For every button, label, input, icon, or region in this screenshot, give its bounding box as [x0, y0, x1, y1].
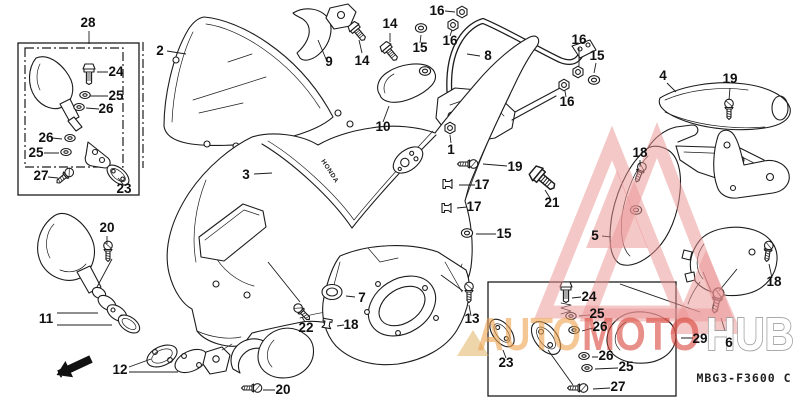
- part-number-callout-28: 28: [80, 15, 96, 30]
- part-number-callout-27: 27: [33, 168, 48, 183]
- watermark-text-moto: MOTO: [582, 308, 700, 360]
- part-number-callout-23: 23: [116, 181, 132, 196]
- part-number-callout-9: 9: [325, 54, 333, 69]
- mirror-assembly-left: [37, 213, 141, 334]
- part-number-callout-26: 26: [598, 348, 614, 363]
- mirror-mount-boss: [392, 146, 424, 174]
- part-number-callout-1: 1: [447, 142, 455, 157]
- watermark-accent-triangle-icon: [457, 330, 489, 356]
- part-number-callout-18: 18: [343, 317, 359, 332]
- grommet-icon: [414, 23, 428, 33]
- turn-signal-detail-box-left: [17, 42, 144, 196]
- nut-icon: [572, 65, 584, 79]
- part-number-callout-27: 27: [610, 379, 625, 394]
- grommet-icon: [587, 75, 601, 85]
- bolt-icon: [526, 163, 560, 195]
- part-number-callout-3: 3: [242, 167, 250, 182]
- headlight-seal-gasket: [367, 275, 437, 337]
- watermark-text-auto: AUTO: [477, 308, 581, 360]
- part-number-callout-17: 17: [474, 177, 489, 192]
- part-number-callout-7: 7: [358, 290, 366, 305]
- screw-icon: [566, 383, 589, 393]
- washer-icon: [73, 102, 85, 112]
- part-number-callout-25: 25: [618, 359, 634, 374]
- washer-icon: [64, 133, 76, 143]
- screw-icon: [240, 383, 263, 393]
- part-number-callout-18: 18: [632, 145, 648, 160]
- part-number-callout-16: 16: [429, 3, 445, 18]
- part-number-callout-15: 15: [412, 40, 428, 55]
- part-number-callout-18: 18: [766, 274, 782, 289]
- part-number-callout-24: 24: [108, 64, 124, 79]
- part-number-callout-10: 10: [375, 119, 390, 134]
- screw-icon: [103, 240, 113, 263]
- part-number-callout-13: 13: [464, 311, 480, 326]
- part-number-callout-12: 12: [112, 362, 127, 377]
- part-number-callout-16: 16: [571, 32, 587, 47]
- part-number-callout-20: 20: [275, 382, 290, 397]
- air-duct-4: [658, 82, 791, 131]
- nut-icon: [558, 78, 570, 92]
- part-number-callout-4: 4: [659, 68, 667, 83]
- part-number-callout-29: 29: [692, 331, 707, 346]
- signal-base-bracket: [84, 141, 111, 169]
- part-number-callout-24: 24: [581, 289, 597, 304]
- part-number-callout-11: 11: [39, 311, 54, 326]
- part-number-callout-2: 2: [156, 43, 164, 58]
- washer-icon: [60, 147, 72, 157]
- headlight-bracket: [713, 129, 790, 199]
- trim-ring-7: [321, 283, 343, 301]
- inner-panel-and-seal: [291, 245, 474, 366]
- gasket-23: [106, 164, 130, 186]
- grommet-icon: [460, 228, 474, 238]
- watermark: AUTO MOTO HUB: [457, 122, 795, 361]
- watermark-triangle-icon: [670, 250, 742, 334]
- part-number-callout-19: 19: [507, 159, 522, 174]
- screw-icon: [53, 165, 76, 187]
- fr-direction-arrow: FR.: [56, 355, 93, 381]
- part-number-callout-14: 14: [382, 16, 398, 31]
- part-number-callout-26: 26: [98, 101, 114, 116]
- windscreen-garnish-parts: [292, 3, 437, 103]
- diagram-part-code: MBG3-F3600 C: [696, 371, 791, 385]
- bolt-icon: [82, 63, 96, 86]
- part-number-callout-21: 21: [544, 195, 560, 210]
- watermark-text-hub: HUB: [706, 308, 794, 360]
- part-number-callout-26: 26: [38, 130, 54, 145]
- part-number-callout-8: 8: [484, 48, 492, 63]
- part-number-callout-23: 23: [498, 355, 514, 370]
- arrow-icon: [56, 355, 93, 378]
- part-number-callout-25: 25: [108, 88, 124, 103]
- part-number-callout-16: 16: [442, 33, 458, 48]
- nut-icon: [444, 121, 456, 135]
- washer-icon: [79, 90, 91, 100]
- part-number-callout-17: 17: [466, 199, 481, 214]
- part-number-callout-25: 25: [28, 145, 44, 160]
- part-number-callout-19: 19: [722, 71, 737, 86]
- bolt-icon: [378, 39, 402, 65]
- nut-icon: [456, 5, 468, 19]
- part-number-callout-26: 26: [592, 319, 608, 334]
- part-number-callout-14: 14: [354, 53, 370, 68]
- part-number-callout-16: 16: [559, 94, 575, 109]
- part-number-callout-22: 22: [298, 320, 313, 335]
- part-number-callout-20: 20: [99, 220, 114, 235]
- nut-icon: [447, 18, 459, 32]
- washer-icon: [581, 363, 593, 373]
- signal-base-plate: [530, 321, 562, 355]
- mirror-pivot-parts: [146, 327, 315, 393]
- part-number-callout-15: 15: [496, 226, 512, 241]
- part-number-callout-15: 15: [589, 48, 605, 63]
- part-number-callout-5: 5: [591, 228, 599, 243]
- grommet-icon: [418, 66, 432, 76]
- part-number-callout-25: 25: [589, 306, 605, 321]
- part-number-callout-6: 6: [725, 335, 733, 350]
- watermark-triangle-icon: [586, 170, 648, 248]
- gasket-23: [489, 318, 515, 348]
